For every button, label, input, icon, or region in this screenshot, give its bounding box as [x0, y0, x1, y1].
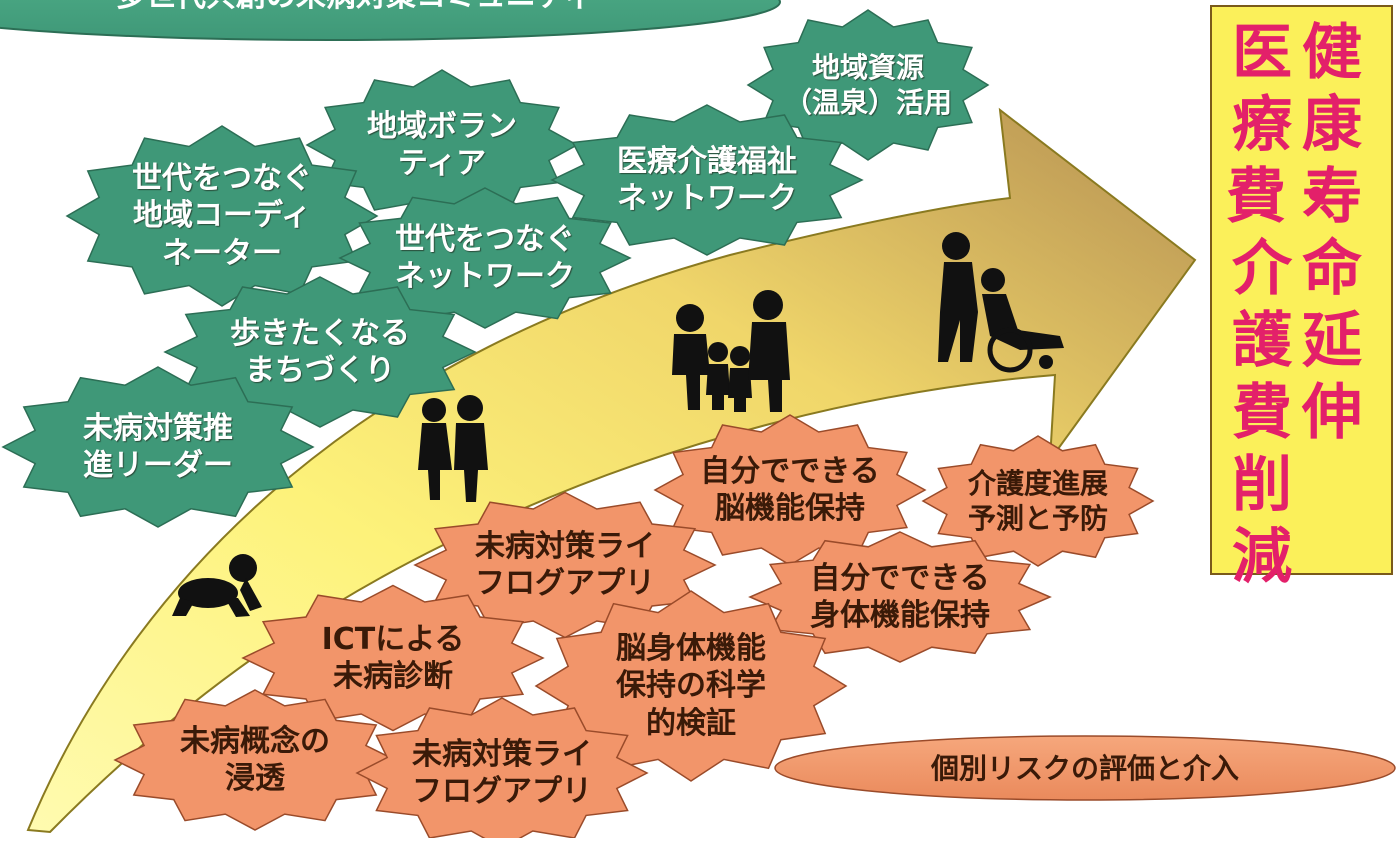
top-banner: 多世代共創の未病対策コミュニティ: [0, 0, 781, 41]
family-icon: [672, 290, 790, 412]
green-burst-local-volunteer: [305, 69, 579, 221]
crawling-baby-icon: [172, 554, 262, 617]
top-banner-text: 多世代共創の未病対策コミュニティ: [116, 0, 594, 14]
green-burst-medical-network: [550, 104, 864, 256]
green-burst-local-resources: [746, 9, 990, 161]
orange-burst-lifelog-app-2: [355, 697, 649, 838]
green-burst-walkable-town: [163, 276, 477, 428]
orange-burst-care-prediction: [921, 435, 1155, 567]
green-burst-coordinator: [65, 125, 379, 307]
green-burst-promotion-leader: [1, 366, 315, 528]
caregiver-wheelchair-icon: [938, 232, 1064, 373]
orange-burst-ict-diagnosis: [241, 584, 545, 732]
title-box: 健康寿命延伸 医療費・介護費削減: [1210, 5, 1393, 592]
green-burst-generation-network: [338, 187, 632, 329]
title-cost-reduction: 医療費・介護費削減: [1226, 18, 1346, 592]
title-healthy-life-extension: 健康寿命延伸: [1302, 18, 1362, 448]
children-icon: [418, 395, 488, 502]
risk-oval: [774, 735, 1396, 801]
orange-burst-concept-spread: [113, 689, 397, 831]
people-silhouettes-icon: [172, 232, 1064, 617]
orange-burst-body-function: [748, 531, 1052, 663]
